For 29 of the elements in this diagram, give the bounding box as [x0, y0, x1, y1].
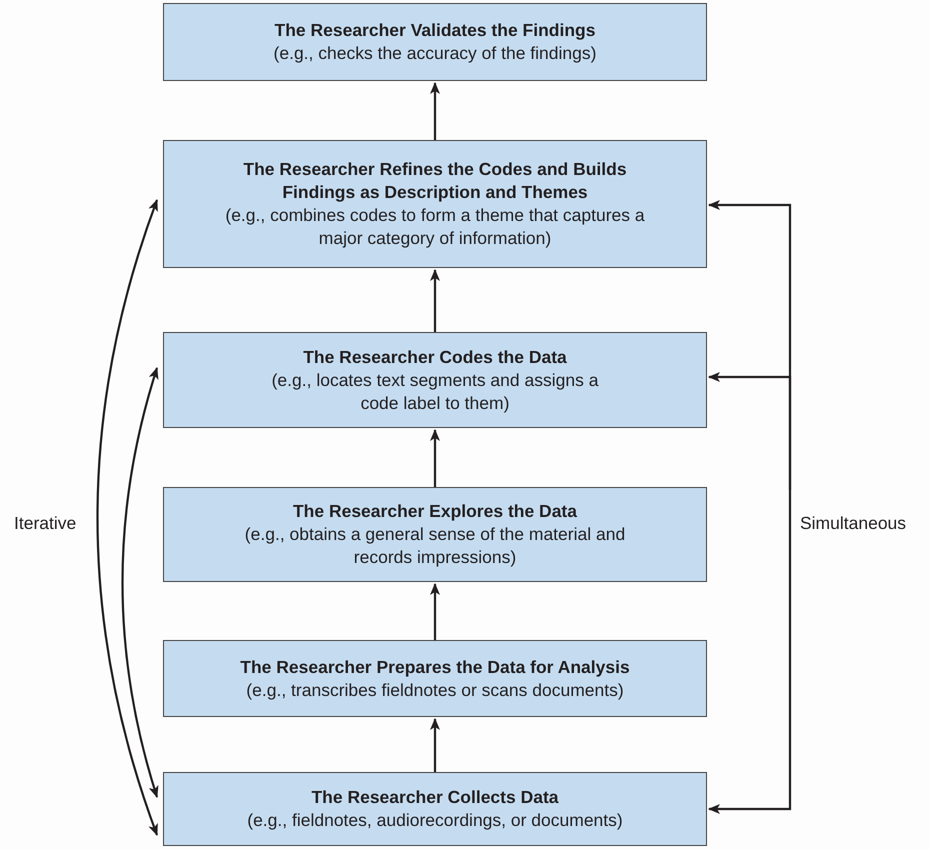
box-description: (e.g., fieldnotes, audiorecordings, or documents)	[247, 809, 623, 832]
process-box	[163, 332, 707, 428]
box-description: (e.g., obtains a general sense of the material and records impressions)	[244, 523, 626, 569]
arrow	[430, 583, 440, 640]
side-label: Iterative	[14, 512, 76, 535]
box-heading: The Researcher Prepares the Data for Analysis	[240, 656, 630, 678]
box-heading: The Researcher Collects Data	[311, 786, 559, 809]
process-box	[163, 487, 707, 582]
arrow	[430, 429, 440, 487]
box-description: (e.g., checks the accuracy of the findings)	[274, 42, 596, 65]
arrow	[708, 490, 792, 814]
process-box	[163, 3, 707, 81]
arrow	[121, 367, 159, 798]
arrow	[430, 718, 440, 772]
box-description: (e.g., locates text segments and assigns a code label to them)	[270, 368, 600, 414]
arrow	[708, 372, 792, 490]
box-description: (e.g., transcribes fieldnotes or scans documents)	[246, 678, 624, 702]
arrow	[96, 199, 158, 836]
process-box	[163, 640, 707, 717]
arrow	[430, 269, 440, 332]
side-label: Simultaneous	[800, 512, 906, 535]
process-box	[163, 140, 707, 268]
box-heading: The Researcher Explores the Data	[292, 500, 577, 523]
box-heading: The Researcher Codes the Data	[303, 346, 567, 368]
process-box	[163, 772, 707, 846]
box-heading: The Researcher Refines the Codes and Builds Findings as Description and Themes	[242, 158, 628, 204]
arrow	[430, 82, 440, 140]
box-heading: The Researcher Validates the Findings	[274, 19, 596, 42]
box-description: (e.g., combines codes to form a theme that captures a major category of information)	[224, 204, 646, 250]
